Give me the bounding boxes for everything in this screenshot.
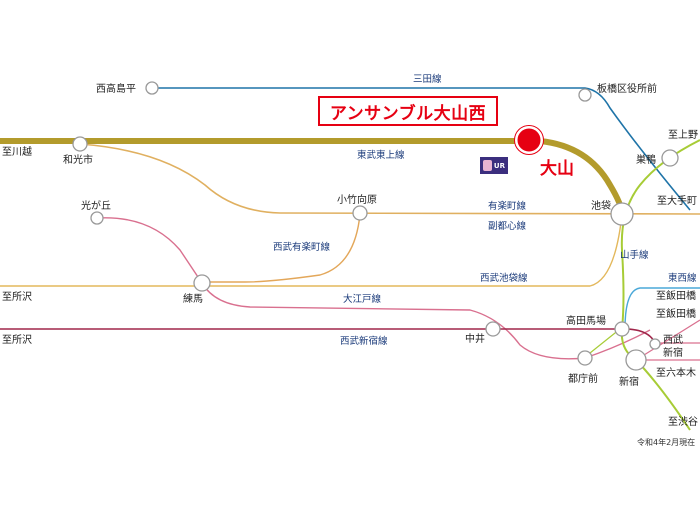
destination-shibuya: 至渋谷 bbox=[668, 415, 698, 428]
oedo-line-label: 大江戸線 bbox=[343, 293, 382, 305]
station-label-kotake: 小竹向原 bbox=[337, 193, 377, 206]
seibu-shinjuku-line-label: 西武新宿線 bbox=[340, 335, 388, 347]
footnote: 令和4年2月現在 bbox=[637, 437, 695, 447]
ur-logo-text: UR bbox=[493, 161, 505, 170]
station-marker-ikebukuro bbox=[610, 202, 634, 226]
station-marker-nerima bbox=[193, 274, 211, 292]
station-marker-kotake bbox=[352, 205, 368, 221]
station-label-ikebukuro: 池袋 bbox=[591, 199, 611, 212]
station-label-nerima: 練馬 bbox=[183, 292, 203, 305]
seibu-yurakucho-line-label: 西武有楽町線 bbox=[273, 241, 331, 253]
station-label-seibu-shinjuku-1: 西武 bbox=[663, 333, 683, 346]
ur-mark-icon bbox=[483, 160, 492, 171]
station-label-seibu-shinjuku-2: 新宿 bbox=[663, 346, 683, 359]
station-label-nakai: 中井 bbox=[465, 332, 485, 345]
destination-tokorozawa-1: 至所沢 bbox=[2, 290, 32, 303]
destination-otemachi: 至大手町 bbox=[657, 194, 697, 207]
yurakucho-line bbox=[79, 143, 700, 215]
station-marker-takadanobaba bbox=[614, 321, 630, 337]
property-name-box: アンサンブル大山西 bbox=[318, 96, 498, 126]
station-marker-sugamo bbox=[661, 149, 679, 167]
station-label-tochomae: 都庁前 bbox=[568, 372, 598, 385]
mita-line-label: 三田線 bbox=[413, 73, 442, 85]
ur-logo: UR bbox=[480, 157, 508, 174]
destination-roppongi: 至六本木 bbox=[656, 366, 696, 379]
station-label-wakoshi: 和光市 bbox=[63, 153, 93, 166]
yamanote-line-label: 山手線 bbox=[620, 249, 649, 261]
station-label-nishitakashimadaira: 西高島平 bbox=[96, 82, 136, 95]
station-label-oyama: 大山 bbox=[540, 158, 574, 179]
destination-kawagoe: 至川越 bbox=[2, 145, 32, 158]
station-marker-itabashi bbox=[578, 88, 592, 102]
station-marker-nakai bbox=[485, 321, 501, 337]
station-marker-nishitakashimadaira bbox=[145, 81, 159, 95]
destination-iidabashi-2: 至飯田橋 bbox=[656, 307, 696, 320]
station-label-itabashi: 板橋区役所前 bbox=[597, 82, 657, 95]
station-label-takadanobaba: 高田馬場 bbox=[566, 314, 606, 327]
station-marker-oyama bbox=[514, 125, 544, 155]
fukutoshin-line-label: 副都心線 bbox=[488, 220, 527, 232]
station-marker-seibu-shinjuku bbox=[649, 338, 661, 350]
tobu-tojo-line-label: 東武東上線 bbox=[357, 149, 405, 161]
station-marker-tochomae bbox=[577, 350, 593, 366]
seibu-ikebukuro-line bbox=[0, 213, 623, 287]
tozai-line bbox=[624, 287, 700, 330]
mita-line bbox=[152, 87, 691, 211]
station-label-hikarigaoka: 光が丘 bbox=[81, 199, 111, 212]
yamanote-line bbox=[620, 139, 700, 431]
station-marker-shinjuku bbox=[625, 349, 647, 371]
destination-iidabashi-1: 至飯田橋 bbox=[656, 289, 696, 302]
seibu-yurakucho-line bbox=[202, 213, 361, 283]
destination-tokorozawa-2: 至所沢 bbox=[2, 333, 32, 346]
station-label-sugamo: 巣鴨 bbox=[636, 153, 656, 166]
property-name: アンサンブル大山西 bbox=[329, 103, 487, 124]
tozai-line-label: 東西線 bbox=[668, 272, 697, 284]
yurakucho-line-label: 有楽町線 bbox=[488, 200, 527, 212]
station-marker-hikarigaoka bbox=[90, 211, 104, 225]
station-marker-wakoshi bbox=[72, 136, 88, 152]
seibu-shinjuku-line bbox=[0, 328, 656, 344]
destination-ueno: 至上野 bbox=[668, 129, 698, 141]
station-label-shinjuku: 新宿 bbox=[619, 375, 639, 388]
seibu-ikebukuro-line-label: 西武池袋線 bbox=[480, 272, 528, 284]
